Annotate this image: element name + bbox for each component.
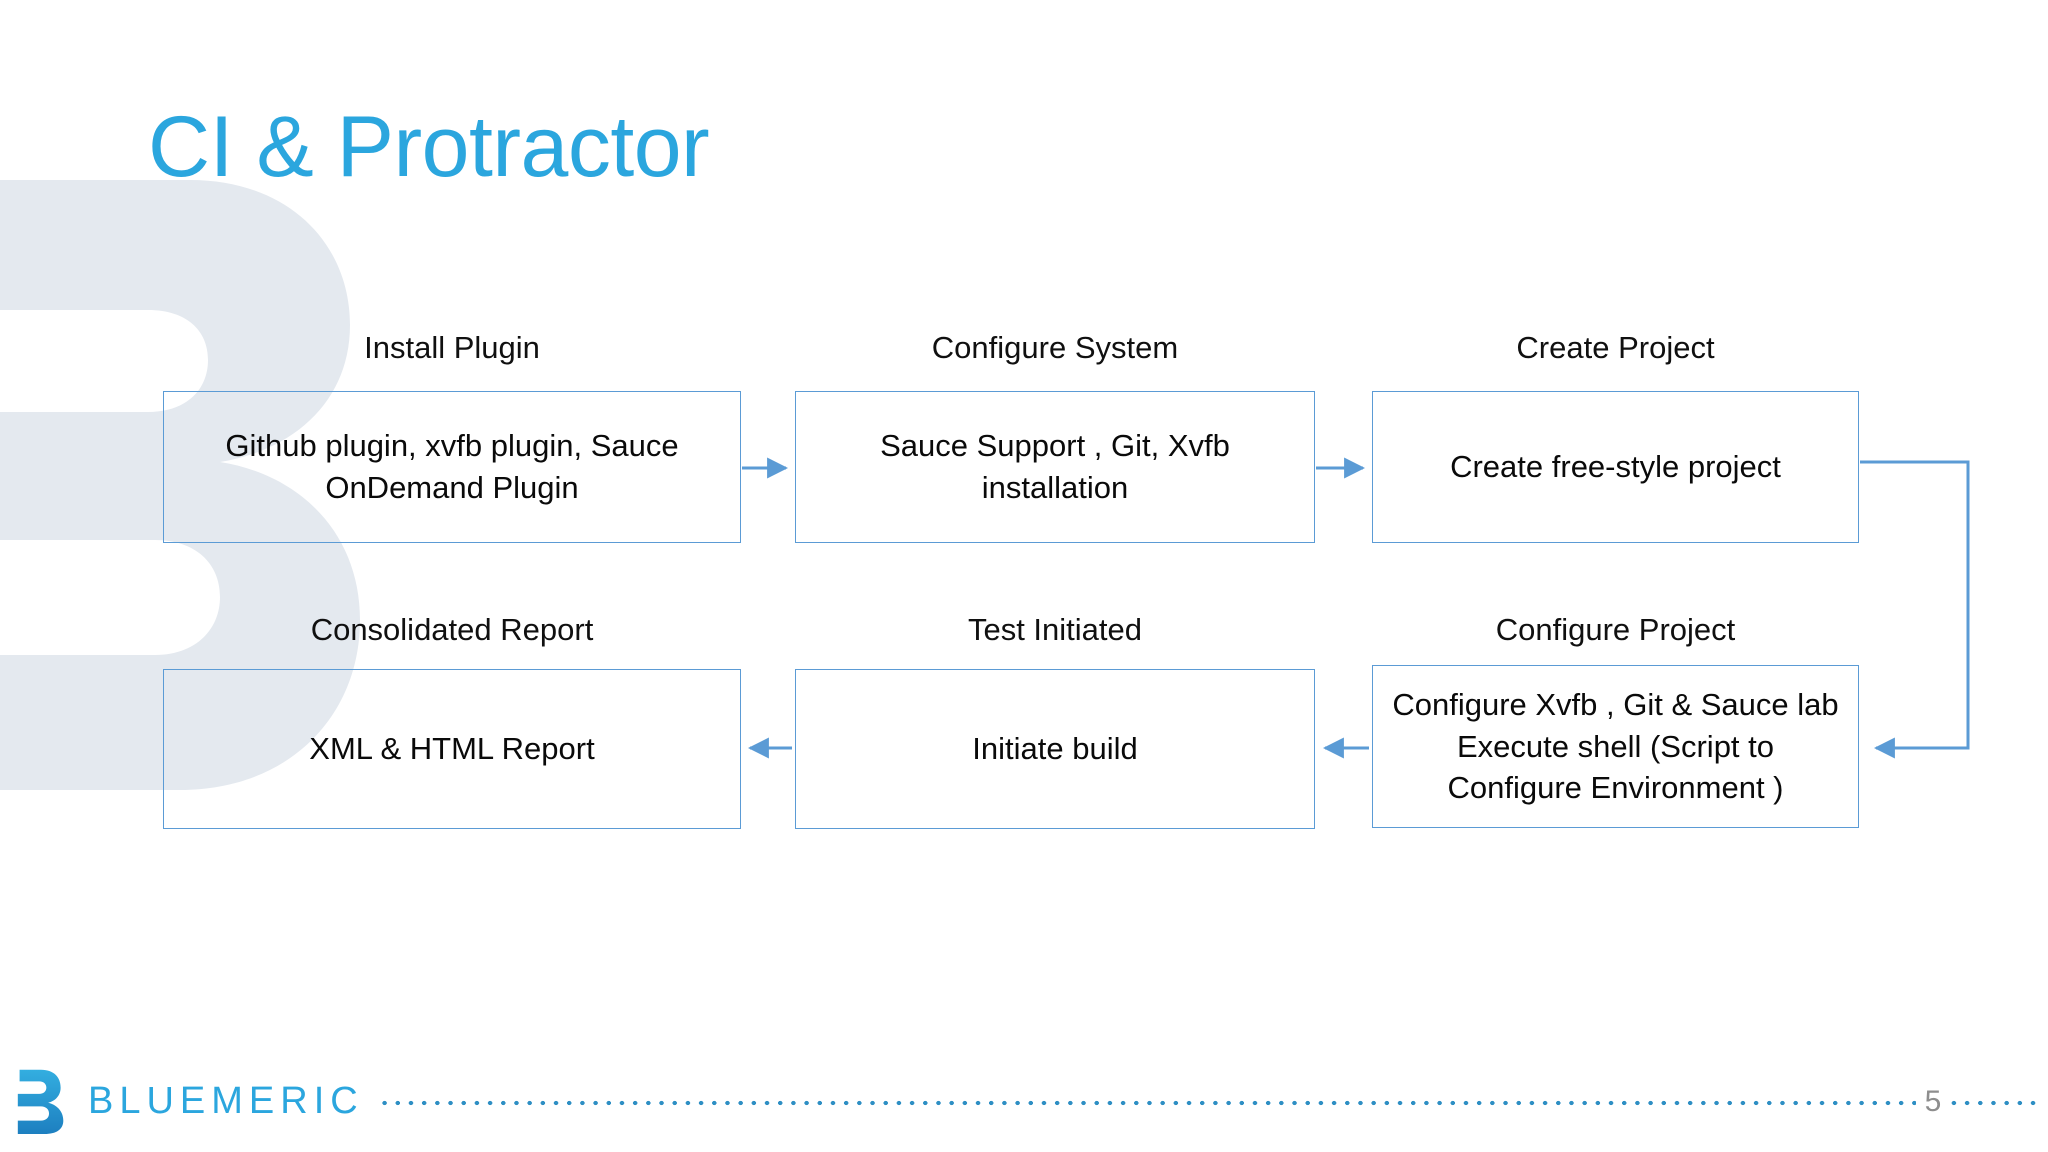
node-label-test-initiated: Test Initiated xyxy=(967,612,1143,647)
node-label-consolidated-report: Consolidated Report xyxy=(310,612,594,647)
connector-create-project-to-configure-project xyxy=(1860,460,1970,759)
node-text-create-project: Create free-style project xyxy=(1450,449,1781,485)
node-text-configure-system: Sauce Support , Git, Xvfb installation xyxy=(880,428,1230,505)
node-box-configure-system[interactable]: Sauce Support , Git, Xvfb installation xyxy=(795,391,1315,543)
node-text-consolidated-report: XML & HTML Report xyxy=(309,731,595,767)
node-text-configure-project: Configure Xvfb , Git & Sauce lab Execute… xyxy=(1392,687,1839,806)
node-text-install-plugin: Github plugin, xvfb plugin, Sauce OnDema… xyxy=(225,428,679,505)
footer-brand-logo: BLUEMERIC xyxy=(14,1068,364,1134)
node-box-configure-project[interactable]: Configure Xvfb , Git & Sauce lab Execute… xyxy=(1372,665,1859,828)
node-box-test-initiated[interactable]: Initiate build xyxy=(795,669,1315,829)
node-label-create-project: Create Project xyxy=(1516,330,1715,365)
node-box-consolidated-report[interactable]: XML & HTML Report xyxy=(163,669,741,829)
node-text-test-initiated: Initiate build xyxy=(972,731,1138,767)
bluemeric-logo-icon xyxy=(17,1069,64,1134)
node-label-install-plugin: Install Plugin xyxy=(364,330,540,365)
node-box-install-plugin[interactable]: Github plugin, xvfb plugin, Sauce OnDema… xyxy=(163,391,741,543)
page-number: 5 xyxy=(1916,1085,1950,1119)
footer-dotted-rule xyxy=(378,1098,2038,1108)
page-title: CI & Protractor xyxy=(148,99,710,195)
node-box-create-project[interactable]: Create free-style project xyxy=(1372,391,1859,543)
brand-name: BLUEMERIC xyxy=(88,1079,364,1122)
node-label-configure-project: Configure Project xyxy=(1495,612,1736,647)
node-label-configure-system: Configure System xyxy=(931,330,1179,365)
